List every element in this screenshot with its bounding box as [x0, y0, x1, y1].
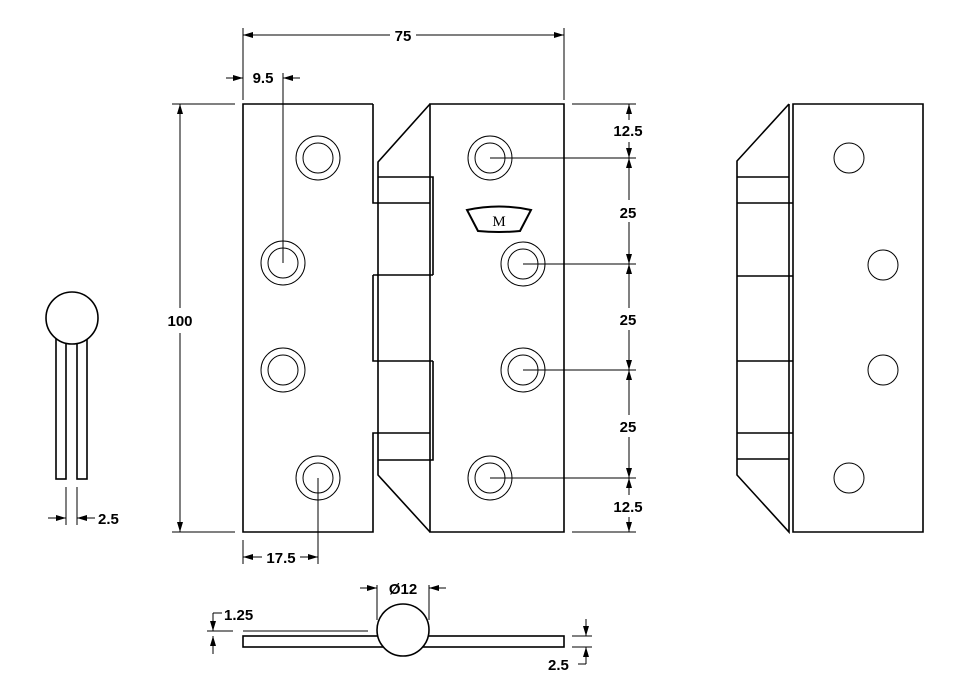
hole — [833, 462, 865, 494]
dim-hole-offset-bottom: 17.5 — [266, 550, 295, 567]
right-leaf — [429, 103, 565, 533]
left-leaf — [242, 103, 433, 533]
dim-hole-edge-offset: 9.5 — [253, 70, 274, 87]
dim-knuckle-diameter: Ø12 — [389, 581, 417, 598]
plan-view: Ø12 1.25 2.5 — [207, 581, 592, 674]
dim-overall-width: 75 — [395, 28, 412, 45]
dim-spacing-3: 25 — [620, 419, 637, 436]
hole — [295, 135, 341, 181]
logo-letter: M — [492, 214, 505, 230]
front-dimensions: 75 9.5 100 17.5 12.5 25 25 25 12.5 — [167, 28, 643, 567]
side-view: 2.5 — [45, 291, 119, 528]
knuckle — [377, 103, 434, 533]
rear-view — [736, 103, 924, 535]
hole — [260, 347, 306, 393]
dim-overall-height: 100 — [167, 313, 192, 330]
dim-leaf-thickness: 2.5 — [548, 657, 569, 674]
dim-washer-offset: 1.25 — [224, 607, 253, 624]
countersunk-holes — [260, 135, 546, 501]
dim-spacing-1: 25 — [620, 205, 637, 222]
dim-side-gap: 2.5 — [98, 511, 119, 528]
hole — [867, 249, 899, 281]
hole — [833, 142, 865, 174]
dim-bottom-spacing: 12.5 — [613, 499, 642, 516]
dim-spacing-2: 25 — [620, 312, 637, 329]
hole — [867, 354, 899, 386]
maker-logo: M — [465, 205, 533, 233]
dim-top-spacing: 12.5 — [613, 123, 642, 140]
front-view: M — [242, 103, 565, 533]
